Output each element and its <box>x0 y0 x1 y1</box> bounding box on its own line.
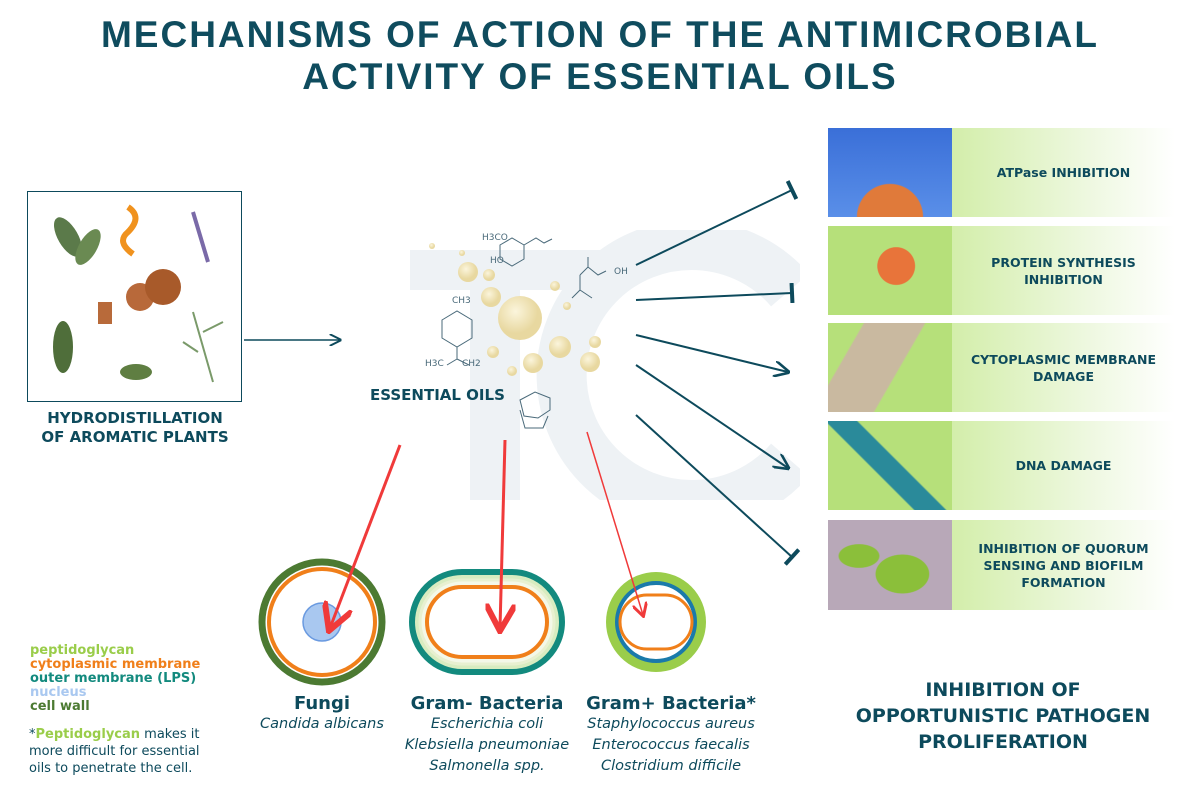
arrow-quorum <box>635 414 801 566</box>
cell-gram-negative: Gram- Bacteria Escherichia coli Klebsiel… <box>397 693 577 777</box>
oil-bubbles <box>429 243 601 376</box>
cell-name: Gram- Bacteria <box>410 693 564 714</box>
molecule-structures <box>441 237 607 429</box>
outcome-line-3: PROLIFERATION <box>918 731 1088 753</box>
footnote-text: makes it more difficult for essential oi… <box>29 727 200 776</box>
ribosome-image <box>828 226 952 315</box>
gram-positive-cell <box>606 572 706 672</box>
mechanism-dna-damage: DNA DAMAGE <box>828 421 1175 510</box>
cell-gram-positive: Gram+ Bacteria* Staphylococcus aureus En… <box>576 693 766 777</box>
outcome-heading: INHIBITION OF OPPORTUNISTIC PATHOGEN PRO… <box>830 677 1176 755</box>
cell-name: Gram+ Bacteria* <box>586 693 756 714</box>
title-line-2: ACTIVITY OF ESSENTIAL OILS <box>302 56 898 97</box>
footnote-star: * <box>29 727 36 742</box>
mechanism-atpase: ATPase INHIBITION <box>828 128 1175 217</box>
legend-peptidoglycan: peptidoglycan <box>30 643 135 658</box>
arrow-membrane <box>635 334 788 372</box>
dna-image <box>828 421 952 510</box>
svg-text:HO: HO <box>490 256 504 266</box>
title-line-1: MECHANISMS OF ACTION OF THE ANTIMICROBIA… <box>100 14 1100 55</box>
biofilm-image <box>828 520 952 610</box>
legend-cell-wall: cell wall <box>30 699 90 714</box>
legend-cytoplasmic-membrane: cytoplasmic membrane <box>30 657 201 672</box>
species: Enterococcus faecalis <box>592 737 750 753</box>
footnote: *Peptidoglycan makes it more difficult f… <box>29 726 219 777</box>
source-label-1: HYDRODISTILLATION <box>47 409 223 427</box>
legend-nucleus: nucleus <box>30 685 87 700</box>
red-arrow-fungi <box>330 444 402 628</box>
mechanism-protein-synthesis: PROTEIN SYNTHESIS INHIBITION <box>828 226 1175 315</box>
fungi-cell <box>258 558 386 686</box>
gram-negative-cell <box>409 569 565 675</box>
species: Clostridium difficile <box>600 758 742 774</box>
arrow-atpase <box>635 180 799 266</box>
outcome-line-2: OPPORTUNISTIC PATHOGEN <box>855 705 1151 727</box>
species: Candida albicans <box>260 716 384 732</box>
species: Staphylococcus aureus <box>587 716 755 732</box>
mechanism-label: DNA DAMAGE <box>1015 458 1112 473</box>
essential-oils-label: ESSENTIAL OILS <box>370 386 505 404</box>
red-arrow-gram-positive <box>586 431 643 615</box>
red-arrow-gram-negative <box>500 439 505 628</box>
arrow-dna <box>635 364 788 468</box>
hydrodistillation-label: HYDRODISTILLATION OF AROMATIC PLANTS <box>20 409 250 447</box>
svg-text:OH: OH <box>614 267 628 277</box>
arrow-protein <box>635 282 795 304</box>
atpase-image <box>828 128 952 217</box>
source-label-2: OF AROMATIC PLANTS <box>41 428 229 446</box>
species: Klebsiella pneumoniae <box>404 737 570 753</box>
plants-image <box>27 191 242 402</box>
mechanism-label: ATPase INHIBITION <box>996 165 1131 180</box>
footnote-highlight: Peptidoglycan <box>35 727 141 742</box>
legend-outer-membrane: outer membrane (LPS) <box>30 671 197 686</box>
legend: peptidoglycan cytoplasmic membrane outer… <box>30 644 200 714</box>
mechanism-label: INHIBITION OF QUORUM SENSING AND BIOFILM… <box>978 540 1149 590</box>
cell-name: Fungi <box>293 693 351 714</box>
cell-fungi: Fungi Candida albicans <box>232 693 412 735</box>
species: Escherichia coli <box>430 716 544 732</box>
membrane-image <box>828 323 952 412</box>
mechanism-label: CYTOPLASMIC MEMBRANE DAMAGE <box>970 351 1157 384</box>
svg-text:H3CO: H3CO <box>482 233 508 243</box>
svg-text:CH3: CH3 <box>452 296 471 306</box>
svg-text:H3C: H3C <box>425 359 444 369</box>
mechanism-membrane-damage: CYTOPLASMIC MEMBRANE DAMAGE <box>828 323 1175 412</box>
svg-text:CH2: CH2 <box>462 359 481 369</box>
species: Salmonella spp. <box>429 758 545 774</box>
mechanism-label: PROTEIN SYNTHESIS INHIBITION <box>991 254 1136 287</box>
mechanism-quorum-sensing: INHIBITION OF QUORUM SENSING AND BIOFILM… <box>828 520 1175 610</box>
outcome-line-1: INHIBITION OF <box>925 679 1081 701</box>
